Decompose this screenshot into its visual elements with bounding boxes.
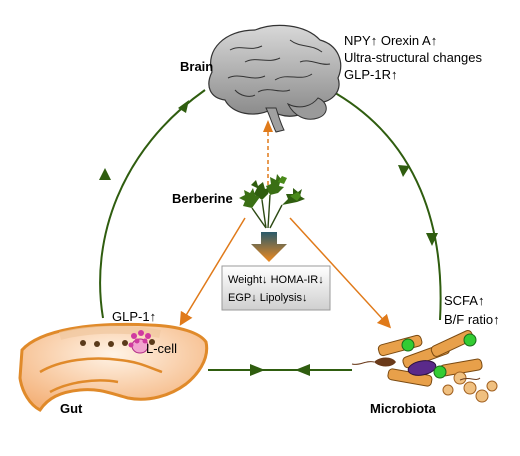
systemic-down-arrow bbox=[251, 232, 287, 262]
brain-to-microbiota-arc bbox=[329, 89, 442, 321]
arrowhead-to-microbiota bbox=[250, 364, 265, 376]
brain-effect-line2: Ultra-structural changes bbox=[344, 50, 482, 65]
epithelial-cells bbox=[80, 339, 155, 347]
brain-effect-line3: GLP-1R↑ bbox=[344, 67, 398, 82]
microbiota-label: Microbiota bbox=[370, 401, 436, 416]
brain-label: Brain bbox=[180, 59, 214, 74]
systemic-effect-line2: EGP↓ Lipolysis↓ bbox=[228, 292, 308, 304]
berberine-label: Berberine bbox=[172, 191, 233, 206]
gut-illustration bbox=[18, 322, 209, 412]
berberine-to-gut-arrow bbox=[179, 217, 246, 326]
arrowhead-to-gut bbox=[295, 364, 310, 376]
brain-illustration bbox=[208, 24, 342, 133]
dashed-arrowhead bbox=[263, 120, 273, 132]
bf-ratio-label: B/F ratio↑ bbox=[444, 312, 500, 327]
arc-arrowhead-right-lower bbox=[426, 233, 438, 246]
gut-to-brain-arc bbox=[99, 89, 206, 319]
arc-arrowhead-left-lower bbox=[99, 168, 111, 180]
berberine-to-microbiota-arrow bbox=[289, 217, 392, 329]
systemic-effects-box bbox=[221, 265, 331, 311]
arc-arrowhead-right-upper bbox=[398, 165, 410, 177]
gut-label: Gut bbox=[60, 401, 83, 416]
berberine-plant-illustration bbox=[239, 174, 305, 229]
glp1-label: GLP-1↑ bbox=[112, 309, 157, 324]
microbiota-illustration bbox=[351, 329, 498, 403]
l-cell-label: L-cell bbox=[146, 341, 178, 356]
arc-arrowhead-left-upper bbox=[178, 100, 189, 113]
brain-effect-line1: NPY↑ Orexin A↑ bbox=[344, 33, 438, 48]
l-cell-cluster bbox=[128, 330, 151, 354]
scfa-label: SCFA↑ bbox=[444, 293, 485, 308]
systemic-effect-line1: Weight↓ HOMA-IR↓ bbox=[228, 274, 324, 286]
